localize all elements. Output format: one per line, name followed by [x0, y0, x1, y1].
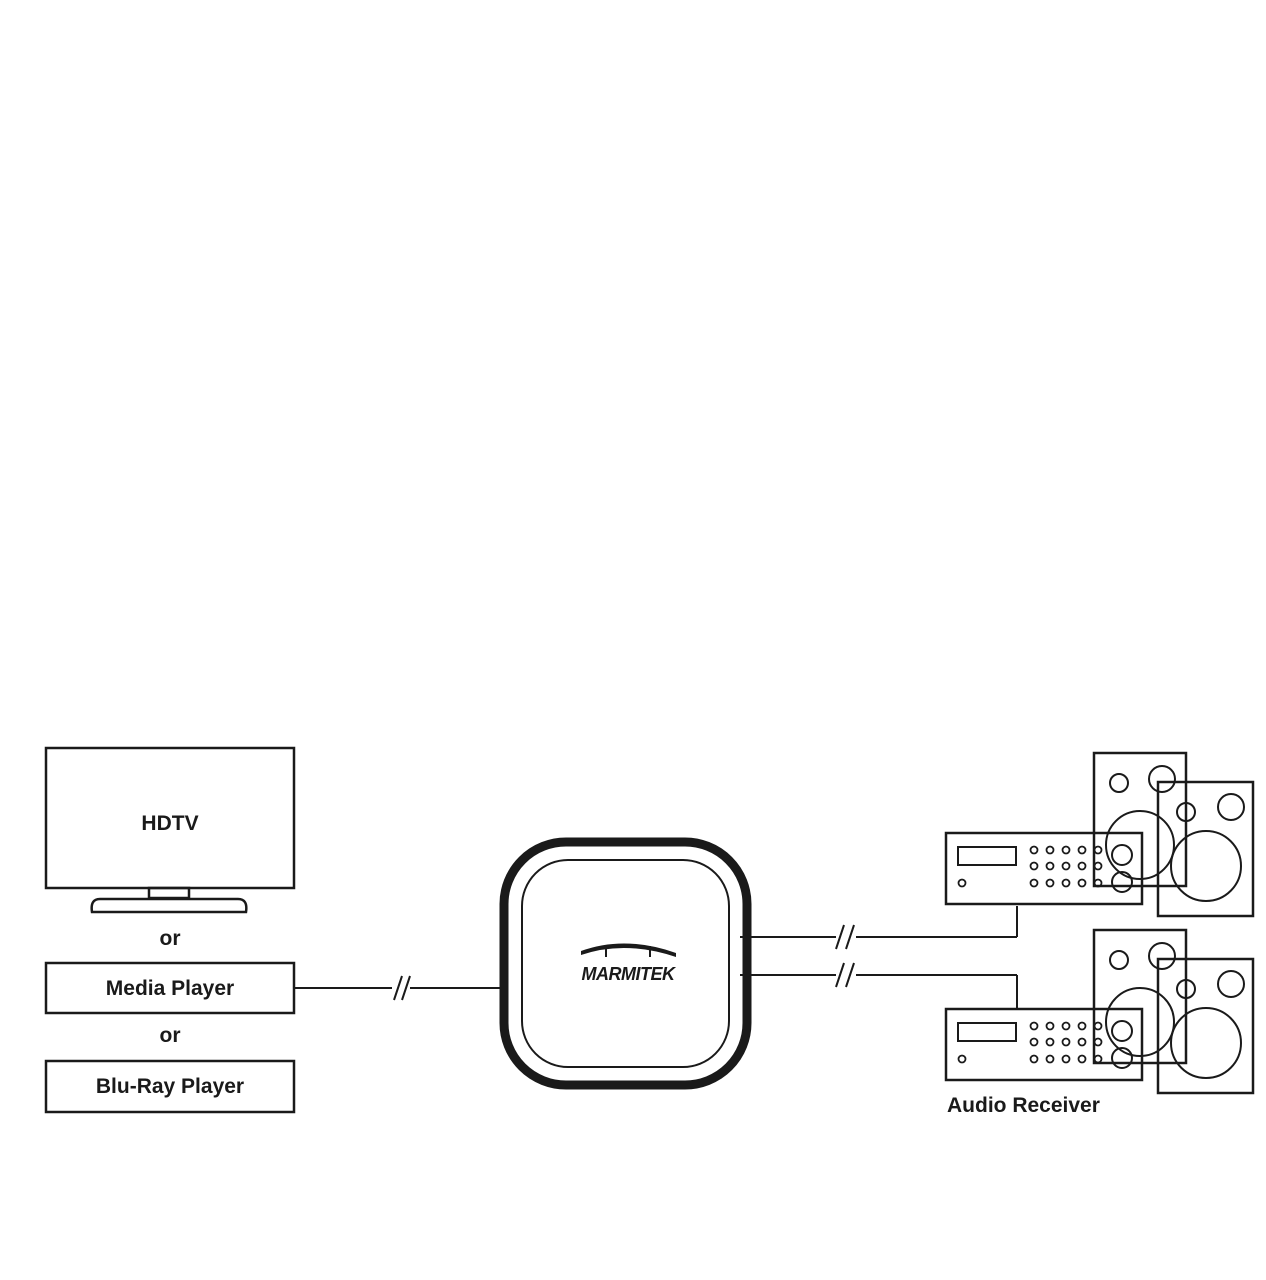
- receiver-icon: [944, 831, 1144, 906]
- speaker-icon: [1156, 780, 1255, 918]
- output-cable-lower: [740, 962, 1018, 1009]
- media-player-device: Media Player: [44, 961, 296, 1015]
- marmitek-hub: MARMITEK: [499, 837, 752, 1090]
- cable-break-mark: [835, 924, 845, 950]
- cable-break-mark: [845, 924, 855, 950]
- output-cable-upper: [740, 906, 1018, 950]
- cable-break-mark: [401, 975, 411, 1001]
- hub-outer-shell: [499, 837, 752, 1090]
- audio-receiver-label: Audio Receiver: [947, 1094, 1100, 1117]
- audio-system-lower: [944, 928, 1255, 1095]
- receiver-icon: [944, 1007, 1144, 1082]
- or-label-1: or: [160, 927, 181, 950]
- input-cable: [294, 975, 504, 1001]
- bluray-player-box: [44, 1059, 296, 1114]
- hub-inner-panel: [521, 859, 730, 1068]
- cable-break-mark: [845, 962, 855, 988]
- hdtv-stand-neck: [147, 886, 191, 900]
- cable-break-mark: [835, 962, 845, 988]
- media-player-label: Media Player: [106, 977, 234, 1000]
- hdtv-label: HDTV: [141, 812, 198, 835]
- marmitek-logo-arc: [581, 943, 676, 957]
- hdtv-stand-base: [90, 897, 248, 914]
- or-label-2: or: [160, 1024, 181, 1047]
- marmitek-logo-text: MARMITEK: [582, 964, 677, 984]
- audio-system-upper: [944, 751, 1255, 918]
- speaker-icon: [1092, 928, 1188, 1065]
- bluray-player-label: Blu-Ray Player: [96, 1075, 244, 1098]
- speaker-icon: [1092, 751, 1188, 888]
- speaker-icon: [1156, 957, 1255, 1095]
- bluray-player-device: Blu-Ray Player: [44, 1059, 296, 1114]
- cable-break-mark: [393, 975, 403, 1001]
- hdtv-device: HDTV: [44, 746, 296, 914]
